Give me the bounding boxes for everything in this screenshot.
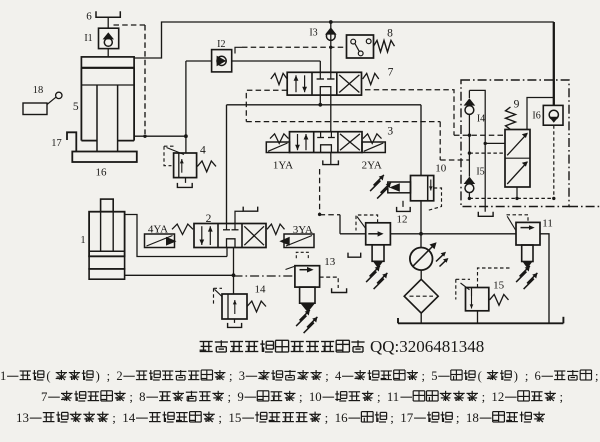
svg-text:5: 5 — [431, 369, 437, 383]
svg-text:): ) — [96, 369, 100, 383]
svg-text:I6: I6 — [532, 111, 540, 122]
svg-text:9: 9 — [237, 390, 243, 404]
svg-text:8: 8 — [139, 390, 145, 404]
svg-text:2: 2 — [116, 369, 122, 383]
svg-text:4: 4 — [200, 145, 206, 157]
svg-text:16: 16 — [335, 410, 349, 425]
svg-text:;: ; — [229, 369, 233, 383]
svg-text:12: 12 — [397, 214, 408, 226]
svg-text:6: 6 — [535, 369, 541, 383]
svg-text:I4: I4 — [477, 114, 485, 125]
svg-text:;: ; — [560, 390, 564, 404]
svg-text:;: ; — [422, 369, 426, 383]
svg-text:;: ; — [456, 410, 460, 425]
svg-text:9: 9 — [514, 99, 520, 111]
svg-text:7: 7 — [41, 390, 48, 404]
svg-text:11: 11 — [387, 390, 399, 404]
svg-text:4: 4 — [335, 369, 342, 383]
svg-text:;: ; — [325, 369, 329, 383]
svg-text:14: 14 — [255, 284, 267, 296]
svg-text:): ) — [514, 369, 518, 383]
svg-text:;: ; — [227, 390, 231, 404]
svg-text:8: 8 — [387, 28, 393, 40]
svg-text:4YA: 4YA — [148, 224, 168, 236]
svg-text:;: ; — [595, 369, 599, 383]
svg-text:;: ; — [482, 390, 486, 404]
svg-text:;: ; — [377, 390, 381, 404]
svg-text:2: 2 — [206, 213, 212, 225]
svg-text:15: 15 — [493, 280, 505, 292]
svg-text:1: 1 — [0, 369, 6, 383]
svg-text:5: 5 — [73, 101, 79, 113]
svg-text:11: 11 — [542, 218, 553, 230]
svg-text:12: 12 — [491, 390, 504, 404]
svg-text:1YA: 1YA — [273, 160, 293, 172]
svg-text:;: ; — [299, 390, 303, 404]
svg-text:QQ:3206481348: QQ:3206481348 — [370, 337, 484, 356]
svg-text:10: 10 — [435, 163, 447, 175]
svg-text:14: 14 — [122, 410, 135, 425]
svg-text:15: 15 — [228, 410, 241, 425]
svg-text:2YA: 2YA — [362, 160, 382, 172]
svg-text:6: 6 — [86, 11, 92, 23]
svg-text:I3: I3 — [309, 28, 317, 39]
svg-text:(: ( — [478, 369, 482, 383]
svg-text:I2: I2 — [217, 39, 225, 50]
svg-text:18: 18 — [33, 85, 44, 96]
svg-text:;: ; — [129, 390, 133, 404]
svg-text:17: 17 — [400, 410, 414, 425]
svg-text:7: 7 — [388, 67, 394, 79]
svg-text:1: 1 — [80, 235, 85, 246]
svg-text:;: ; — [107, 369, 111, 383]
svg-text:;: ; — [218, 410, 222, 425]
svg-text:;: ; — [325, 410, 329, 425]
svg-text:3YA: 3YA — [293, 224, 313, 236]
svg-text:10: 10 — [309, 390, 322, 404]
svg-text:17: 17 — [51, 138, 62, 149]
svg-text:13: 13 — [324, 256, 336, 268]
svg-text:3: 3 — [239, 369, 245, 383]
svg-text:I5: I5 — [476, 167, 484, 178]
svg-text:;: ; — [390, 410, 394, 425]
svg-text:;: ; — [525, 369, 529, 383]
svg-text:I1: I1 — [84, 33, 92, 44]
svg-text:(: ( — [46, 369, 50, 383]
svg-text:18: 18 — [466, 410, 479, 425]
svg-text:16: 16 — [96, 167, 108, 179]
svg-text:13: 13 — [16, 410, 29, 425]
svg-text:3: 3 — [387, 126, 393, 138]
svg-text:;: ; — [112, 410, 116, 425]
